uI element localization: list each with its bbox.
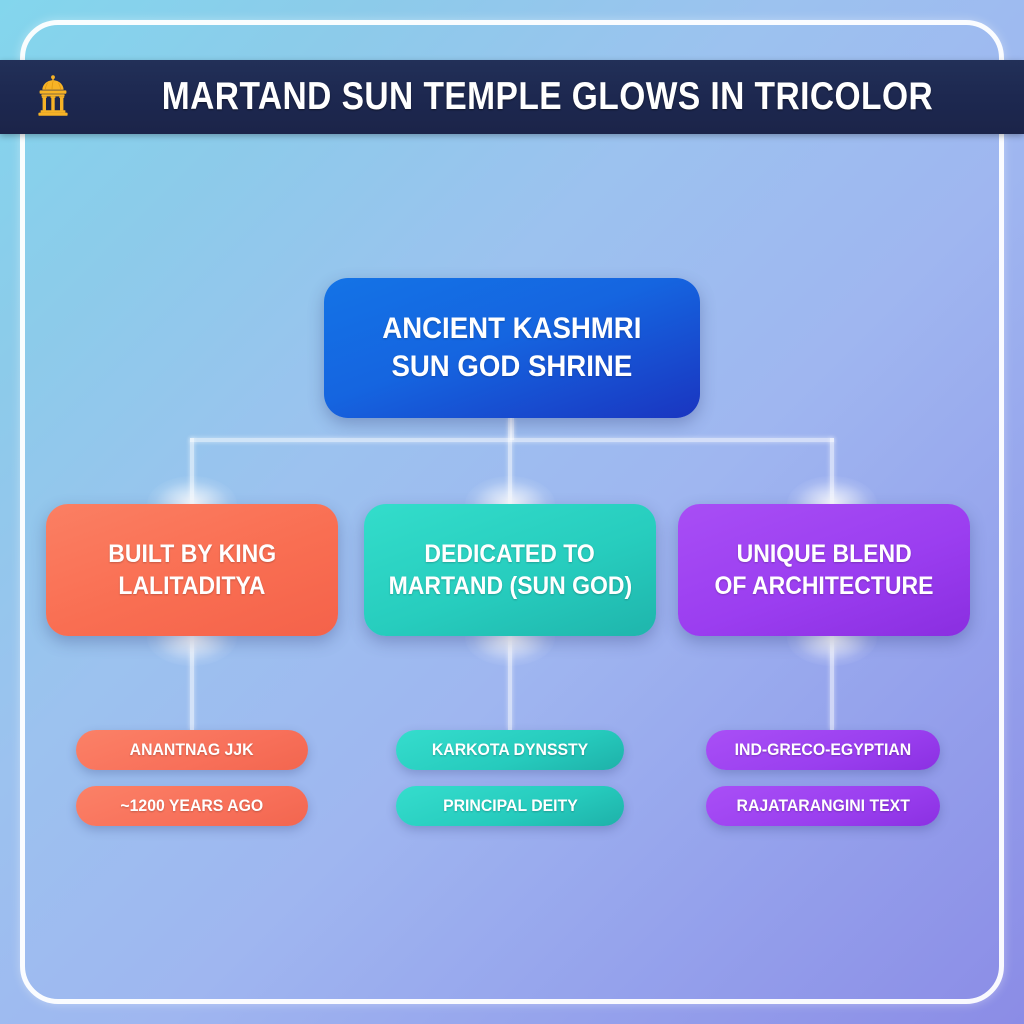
node-blend-line2: OF ARCHITECTURE (714, 572, 934, 600)
leaf-pill-karkota[interactable]: KARKOTA DYNSSTY (396, 730, 624, 770)
leaf-pill-ind-greco-egyptian-label: IND-GRECO-EGYPTIAN (734, 740, 912, 759)
leaf-pill-principal-deity[interactable]: PRINCIPAL DEITY (396, 786, 624, 826)
node-dedicated-line2: MARTAND (SUN GOD) (388, 572, 632, 600)
temple-icon (37, 75, 68, 116)
leaf-pill-principal-deity-label: PRINCIPAL DEITY (442, 796, 578, 815)
page-title: MARTAND SUN TEMPLE GLOWS IN TRICOLOR (161, 75, 933, 118)
connector-dedicated-leaves (508, 636, 512, 730)
leaf-pill-rajatarangini[interactable]: RAJATARANGINI TEXT (706, 786, 940, 826)
header-bar: MARTAND SUN TEMPLE GLOWS IN TRICOLOR (0, 60, 1024, 134)
connector-horizontal-bus (190, 438, 834, 442)
node-built-line1: BUILT BY KING (108, 540, 276, 568)
node-unique-blend[interactable]: UNIQUE BLEND OF ARCHITECTURE (678, 504, 970, 636)
leaf-pill-anantnag-label: ANANTNAG JJK (130, 740, 254, 759)
node-blend-line1: UNIQUE BLEND (736, 540, 912, 568)
node-root-line1: ANCIENT KASHMRI (382, 311, 642, 345)
leaf-pill-years-ago-label: ~1200 YEARS AGO (120, 796, 264, 815)
connector-to-dedicated (508, 418, 512, 504)
node-dedicated-line1: DEDICATED TO (424, 540, 596, 568)
leaf-pill-years-ago[interactable]: ~1200 YEARS AGO (76, 786, 308, 826)
connector-root-stem (510, 418, 514, 440)
connector-to-blend (830, 438, 834, 504)
connector-built-leaves (190, 636, 194, 730)
connector-to-built (190, 438, 194, 504)
node-root[interactable]: ANCIENT KASHMRI SUN GOD SHRINE (324, 278, 700, 418)
node-built-by-king[interactable]: BUILT BY KING LALITADITYA (46, 504, 338, 636)
leaf-pill-karkota-label: KARKOTA DYNSSTY (431, 740, 589, 759)
leaf-pill-anantnag[interactable]: ANANTNAG JJK (76, 730, 308, 770)
leaf-pill-rajatarangini-label: RAJATARANGINI TEXT (736, 796, 910, 815)
node-root-line2: SUN GOD SHRINE (391, 350, 633, 383)
leaf-pill-ind-greco-egyptian[interactable]: IND-GRECO-EGYPTIAN (706, 730, 940, 770)
node-dedicated-to-martand[interactable]: DEDICATED TO MARTAND (SUN GOD) (364, 504, 656, 636)
node-built-line2: LALITADITYA (118, 572, 266, 600)
connector-blend-leaves (830, 636, 834, 730)
